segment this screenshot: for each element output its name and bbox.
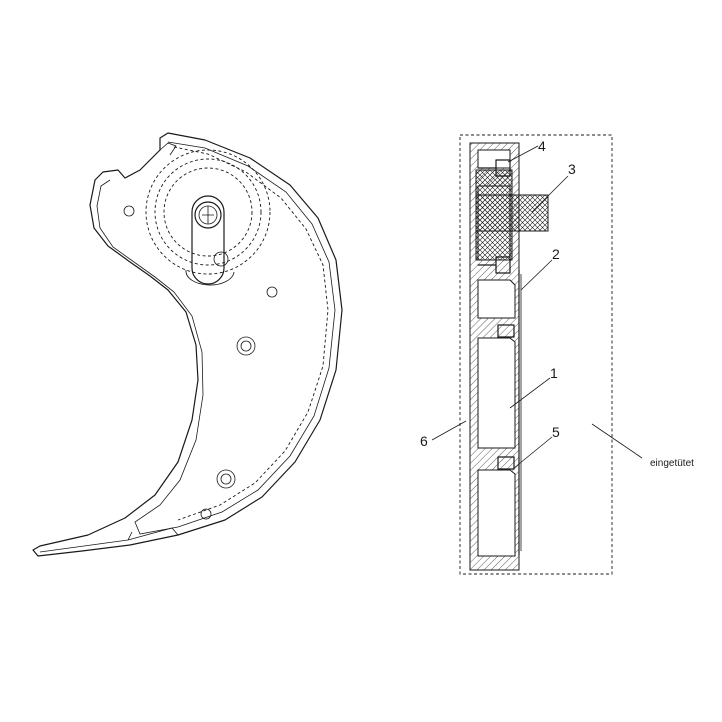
plate-outline [32,132,343,557]
crescent-plate-front-view [32,132,343,557]
pivot-bolt [194,201,222,229]
leader-4 [507,145,539,163]
envelope-outline-6 [459,134,613,575]
callout-5: 5 [552,424,560,440]
leader-2 [520,259,553,291]
slot-lower-arc [185,269,235,286]
callout-3: 3 [568,161,576,177]
mount-hole-a [123,205,135,217]
pivot-slot [191,195,225,285]
screw-core-lower [220,473,232,485]
knob-part-3 [475,194,549,232]
leader-1 [509,377,551,409]
screw-head-upper [236,336,256,356]
callout-1: 1 [550,365,558,381]
mount-hole-b [266,286,278,298]
leader-note [591,423,643,459]
mount-hole-c [200,508,212,520]
pivot-bolt-cross [202,206,214,224]
slot-hole [213,251,229,267]
hidden-circle-inner [163,167,253,257]
rivet-upper-part-5 [497,324,515,338]
top-notch-detail [159,142,177,156]
hidden-circle-mid [154,158,262,266]
screw-head-lower [216,469,236,489]
tip-detail [39,527,179,553]
leader-3 [531,175,569,213]
rivet-lower-part-5 [497,456,515,470]
plate-inner-contour [96,141,336,535]
leader-6 [431,420,467,441]
section-view: 4 3 2 1 5 6 eingetütet [420,134,694,575]
screw-core-upper [240,340,252,352]
packaging-note: eingetütet [650,458,694,469]
callout-6: 6 [420,433,428,449]
leader-5 [513,436,553,469]
callout-4: 4 [538,138,546,154]
hidden-circle-outer [145,149,271,275]
callout-2: 2 [552,246,560,262]
